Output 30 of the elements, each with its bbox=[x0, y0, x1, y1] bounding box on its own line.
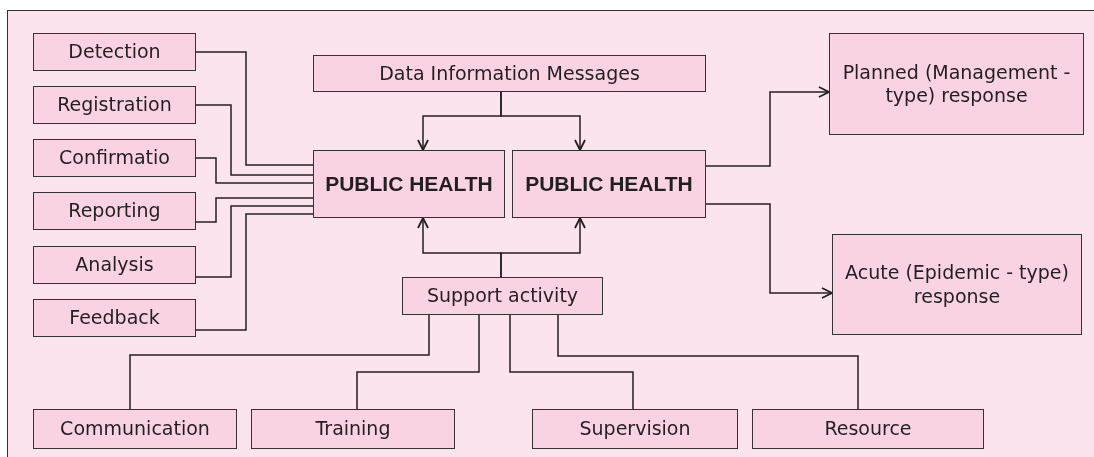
process-box: Registration bbox=[33, 86, 196, 124]
connector-line bbox=[195, 51, 314, 166]
connector-line bbox=[557, 314, 859, 410]
connector-line bbox=[195, 197, 314, 223]
process-box: Analysis bbox=[33, 246, 196, 284]
process-box: Communication bbox=[33, 409, 237, 449]
process-box: Confirmatio bbox=[33, 139, 196, 177]
process-box: Support activity bbox=[402, 277, 603, 315]
arrow bbox=[500, 91, 586, 151]
connector-line bbox=[356, 314, 480, 410]
connector-line bbox=[195, 205, 314, 278]
process-box: Data Information Messages bbox=[313, 55, 706, 92]
process-box: Training bbox=[251, 409, 455, 449]
process-box: Detection bbox=[33, 33, 196, 71]
process-box: Supervision bbox=[532, 409, 738, 449]
arrow bbox=[500, 217, 586, 278]
process-box: Feedback bbox=[33, 299, 196, 337]
hub-box: PUBLIC HEALTH bbox=[313, 150, 505, 218]
connector-line bbox=[509, 314, 634, 410]
connector-line bbox=[195, 157, 314, 184]
connector-line bbox=[195, 213, 314, 331]
process-box: Resource bbox=[752, 409, 984, 449]
arrow bbox=[705, 203, 833, 299]
arrow bbox=[705, 86, 830, 167]
process-box: Acute (Epidemic - type) response bbox=[832, 234, 1082, 335]
hub-box: PUBLIC HEALTH bbox=[512, 150, 706, 218]
process-box: Planned (Management - type) response bbox=[829, 33, 1084, 135]
connector-line bbox=[195, 104, 314, 176]
connector-line bbox=[129, 314, 430, 410]
process-box: Reporting bbox=[33, 192, 196, 230]
